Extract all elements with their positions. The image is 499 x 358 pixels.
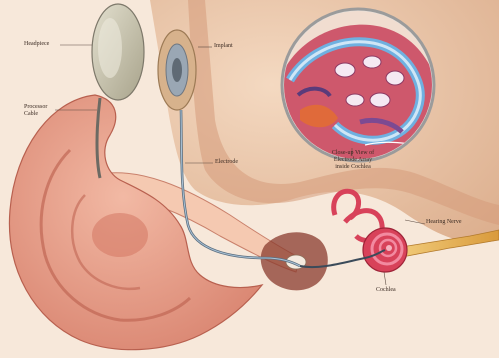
label-processor-cable: Processor Cable <box>24 104 47 118</box>
label-closeup-line1: Close-up View of <box>318 150 388 157</box>
label-closeup-view: Close-up View of Electrode Array inside … <box>318 150 388 171</box>
headpiece-highlight <box>98 18 122 78</box>
implant-core <box>172 58 182 82</box>
label-processor-cable-line1: Processor <box>24 104 47 111</box>
label-hearing-nerve: Hearing Nerve <box>426 219 461 226</box>
ear-concha <box>92 213 148 257</box>
label-cochlea: Cochlea <box>376 287 396 294</box>
label-headpiece: Headpiece <box>24 41 49 48</box>
label-implant: Implant <box>214 43 233 50</box>
label-closeup-line2: Electrode Array <box>318 157 388 164</box>
label-electrode: Electrode <box>215 159 238 166</box>
label-processor-cable-line2: Cable <box>24 111 47 118</box>
label-closeup-line3: inside Cochlea <box>318 164 388 171</box>
